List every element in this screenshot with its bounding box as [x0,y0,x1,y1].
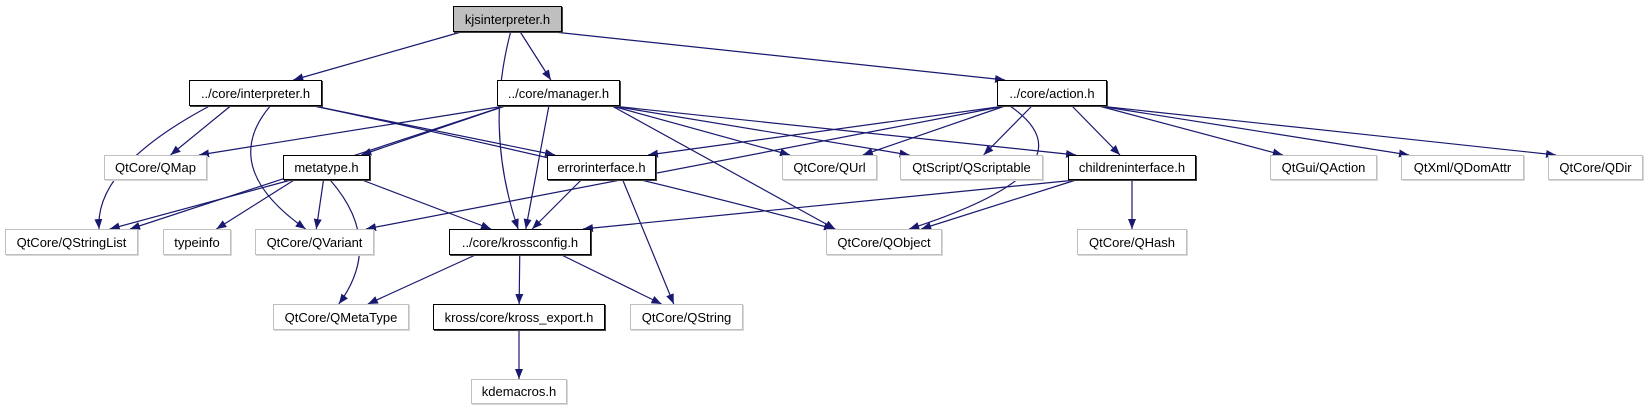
edge-metatype-to-typeinfo [216,179,295,230]
node-qhash[interactable]: QtCore/QHash [1077,229,1187,255]
node-typeinfo[interactable]: typeinfo [163,229,231,255]
edge-children-to-krossconfig [582,179,1077,232]
node-qvariant[interactable]: QtCore/QVariant [255,229,374,255]
node-qdir[interactable]: QtCore/QDir [1548,155,1643,180]
node-label: metatype.h [294,160,359,175]
node-qmap[interactable]: QtCore/QMap [104,155,207,180]
edge-kjs-to-krossconfig [498,31,519,230]
edge-manager-to-krossconfig [523,105,550,230]
node-qstringlist[interactable]: QtCore/QStringList [5,229,138,255]
node-kdemacros[interactable]: kdemacros.h [471,379,567,404]
edge-children-to-qobject [921,179,1077,230]
node-metatype[interactable]: metatype.h [283,155,370,180]
edge-action-to-qdir [1098,105,1557,158]
edge-kjs-to-interp [293,31,462,82]
node-qobject[interactable]: QtCore/QObject [826,229,942,255]
node-label: errorinterface.h [557,160,646,175]
edge-manager-to-qurl [611,105,791,157]
edge-manager-to-qobject [611,105,836,230]
edge-action-to-qaction [1098,105,1283,157]
edge-action-to-qscriptable [983,105,1033,156]
edge-action-to-qdomattr [1098,105,1410,158]
edge-interp-to-qvariant [250,105,306,230]
node-label: QtXml/QDomAttr [1413,160,1512,175]
edge-kjs-to-action [553,31,1006,83]
node-label: QtGui/QAction [1281,160,1366,175]
node-errorif[interactable]: errorinterface.h [547,155,656,180]
edge-metatype-to-qvariant [313,179,325,230]
node-label: QtCore/QMetaType [284,309,398,325]
node-action[interactable]: ../core/action.h [997,80,1107,106]
edge-action-to-qvariant [365,105,1006,232]
node-label: QtCore/QMap [115,160,196,175]
node-label: QtCore/QHash [1089,234,1175,250]
edge-manager-to-metatype [361,105,506,156]
node-label: QtCore/QDir [1559,160,1632,175]
edge-action-to-children [1071,105,1121,156]
edge-metatype-to-krossconfig [361,179,492,230]
node-qdomattr[interactable]: QtXml/QDomAttr [1401,155,1524,180]
edge-kjs-to-manager [519,31,552,81]
edge-manager-to-qmap [198,105,506,158]
edge-krossconfig-to-qmetatype [367,254,476,305]
node-label: QtCore/QVariant [266,234,363,250]
node-label: kdemacros.h [481,384,557,399]
node-label: ../core/manager.h [507,85,610,101]
node-label: QtCore/QString [641,309,732,325]
node-qscriptable[interactable]: QtScript/QScriptable [900,155,1043,180]
node-kjs[interactable]: kjsinterpreter.h [453,6,562,32]
edge-errorif-to-krossconfig [531,179,582,230]
node-krossconfig[interactable]: ../core/krossconfig.h [449,229,591,255]
edge-action-to-errorif [647,105,1006,158]
node-qmetatype[interactable]: QtCore/QMetaType [273,304,409,330]
node-manager[interactable]: ../core/manager.h [497,80,620,106]
node-label: ../core/action.h [1009,85,1095,101]
node-label: ../core/krossconfig.h [461,234,579,250]
node-children[interactable]: childreninterface.h [1068,155,1196,180]
node-label: ../core/interpreter.h [200,85,311,101]
node-interp[interactable]: ../core/interpreter.h [189,80,322,106]
edge-manager-to-children [611,105,1077,158]
node-label: childreninterface.h [1078,160,1186,175]
node-qstring[interactable]: QtCore/QString [630,304,743,330]
node-qurl[interactable]: QtCore/QUrl [782,155,877,180]
edge-action-to-qurl [862,105,1006,156]
node-label: kjsinterpreter.h [464,11,551,27]
node-qaction[interactable]: QtGui/QAction [1270,155,1377,180]
node-label: typeinfo [174,234,220,250]
node-label: QtCore/QStringList [16,234,127,250]
node-label: QtCore/QObject [837,234,931,250]
node-label: QtCore/QUrl [793,160,866,175]
edge-krossconfig-to-qstring [561,254,662,305]
node-krossexport[interactable]: kross/core/kross_export.h [433,304,605,330]
edge-errorif-to-qstring [622,179,675,305]
node-label: kross/core/kross_export.h [444,309,594,325]
node-label: QtScript/QScriptable [912,160,1031,175]
edge-metatype-to-qstringlist [109,179,292,231]
edge-krossconfig-to-krossexport [515,254,524,305]
edge-interp-to-qmap [170,105,231,156]
